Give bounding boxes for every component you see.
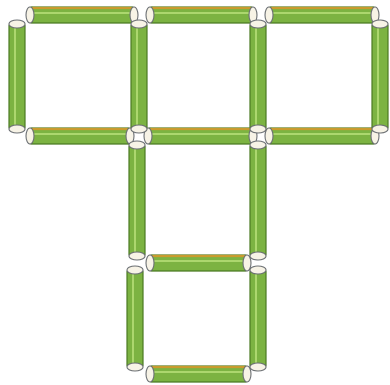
stick-bottom-right: [250, 266, 266, 371]
matchsticks: [9, 7, 388, 382]
stick-bottom: [146, 366, 251, 382]
stick-mid-middle: [144, 128, 257, 144]
stick-left-2: [131, 20, 147, 133]
stick-center-right: [250, 141, 266, 260]
stick-top-left: [26, 7, 138, 23]
stick-lower-middle: [146, 255, 251, 271]
stick-left-1: [9, 20, 25, 133]
stick-center-left: [129, 141, 145, 260]
stick-left-3: [250, 20, 266, 133]
stick-top-right: [265, 7, 379, 23]
stick-top-middle: [146, 7, 257, 23]
stick-bottom-left: [127, 266, 143, 371]
stick-right-1: [372, 20, 388, 133]
stick-mid-right: [265, 128, 379, 144]
stick-mid-left: [26, 128, 134, 144]
